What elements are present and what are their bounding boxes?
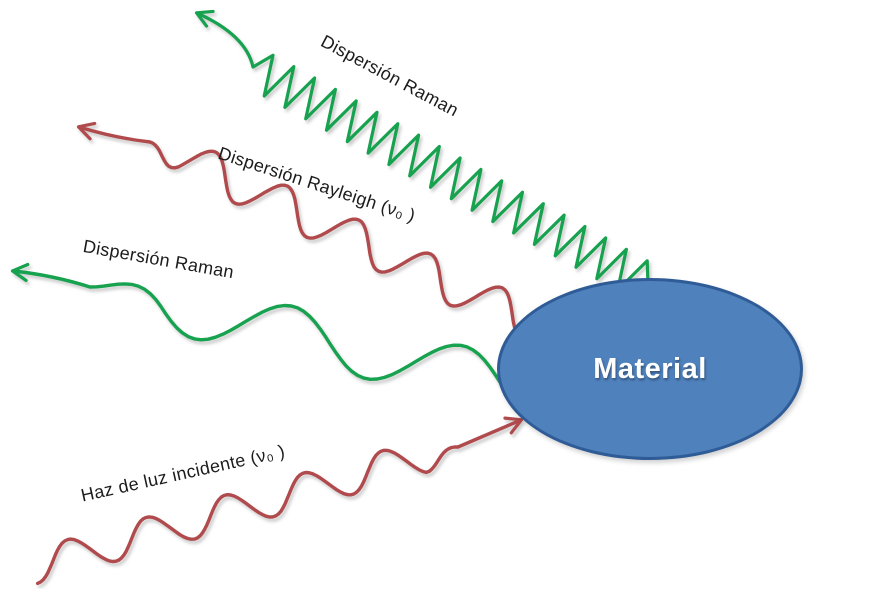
- raman-scattered-wave-high-frequency: [194, 9, 650, 292]
- raman-scattered-wave-low-frequency: [10, 262, 502, 384]
- material-ellipse: Material: [497, 278, 803, 460]
- material-label: Material: [593, 352, 707, 385]
- incident-light-wave: [35, 416, 524, 586]
- rayleigh-scattered-wave: [76, 121, 524, 341]
